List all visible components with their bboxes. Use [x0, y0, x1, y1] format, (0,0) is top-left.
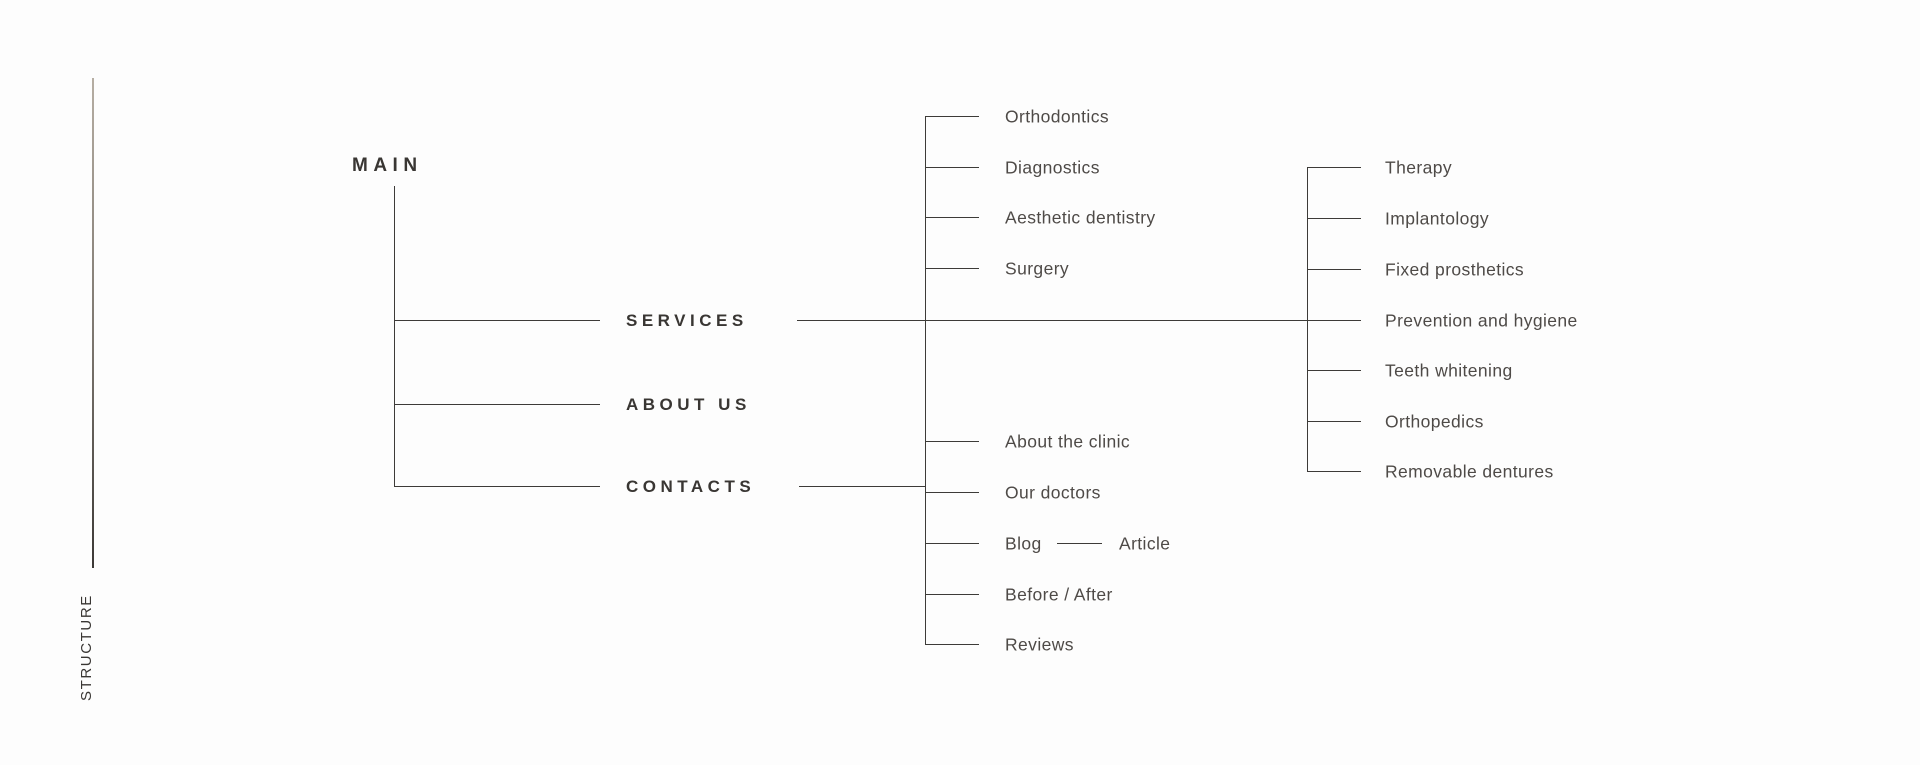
node-implantology-label: Implantology	[1385, 208, 1490, 229]
node-fixed-prosthetics-label: Fixed prosthetics	[1385, 259, 1525, 280]
connector-services-to-children	[797, 320, 1307, 321]
node-orthopedics-label: Orthopedics	[1385, 411, 1484, 432]
node-surgery-label: Surgery	[1005, 258, 1070, 279]
connector-tick-about-the-clinic	[925, 441, 979, 442]
node-about-the-clinic-label: About the clinic	[1005, 431, 1131, 452]
connector-tick-aesthetic-dentistry	[925, 217, 979, 218]
connector-tick-teeth-whitening	[1307, 370, 1361, 371]
connector-tick-removable-dentures	[1307, 471, 1361, 472]
connector-tick-blog	[925, 543, 979, 544]
structure-accent-line	[92, 78, 94, 568]
node-our-doctors-label: Our doctors	[1005, 482, 1101, 503]
node-services-label: SERVICES	[626, 311, 748, 330]
connector-tick-implantology	[1307, 218, 1361, 219]
connector-middle-column-spine	[925, 116, 926, 644]
node-before-after-label: Before / After	[1005, 584, 1113, 605]
structure-side-label: STRUCTURE	[78, 594, 95, 701]
node-aesthetic-dentistry-label: Aesthetic dentistry	[1005, 207, 1156, 228]
node-prevention-and-hygiene-label: Prevention and hygiene	[1385, 310, 1578, 331]
node-about-us-label: ABOUT US	[626, 395, 751, 414]
connector-main-to-about-us	[394, 404, 600, 405]
connector-tick-diagnostics	[925, 167, 979, 168]
connector-tick-fixed-prosthetics	[1307, 269, 1361, 270]
node-blog-label: Blog	[1005, 533, 1042, 554]
node-reviews-label: Reviews	[1005, 634, 1074, 655]
connector-tick-before-after	[925, 594, 979, 595]
node-main-label: MAIN	[352, 155, 423, 176]
connector-contacts-to-children	[799, 486, 925, 487]
connector-tick-prevention-and-hygiene	[1307, 320, 1361, 321]
connector-main-to-contacts	[394, 486, 600, 487]
connector-main-to-services	[394, 320, 600, 321]
connector-tick-surgery	[925, 268, 979, 269]
connector-tick-reviews	[925, 644, 979, 645]
node-contacts-label: CONTACTS	[626, 477, 756, 496]
node-article-label: Article	[1119, 533, 1171, 554]
connector-tick-therapy	[1307, 167, 1361, 168]
node-teeth-whitening-label: Teeth whitening	[1385, 360, 1513, 381]
connector-tick-orthopedics	[1307, 421, 1361, 422]
connector-right-column-spine	[1307, 167, 1308, 471]
node-removable-dentures-label: Removable dentures	[1385, 461, 1554, 482]
connector-blog-to-article	[1057, 543, 1102, 544]
node-therapy-label: Therapy	[1385, 157, 1452, 178]
connector-tick-orthodontics	[925, 116, 979, 117]
connector-main-trunk	[394, 186, 395, 486]
connector-tick-our-doctors	[925, 492, 979, 493]
node-orthodontics-label: Orthodontics	[1005, 106, 1110, 127]
node-diagnostics-label: Diagnostics	[1005, 157, 1100, 178]
